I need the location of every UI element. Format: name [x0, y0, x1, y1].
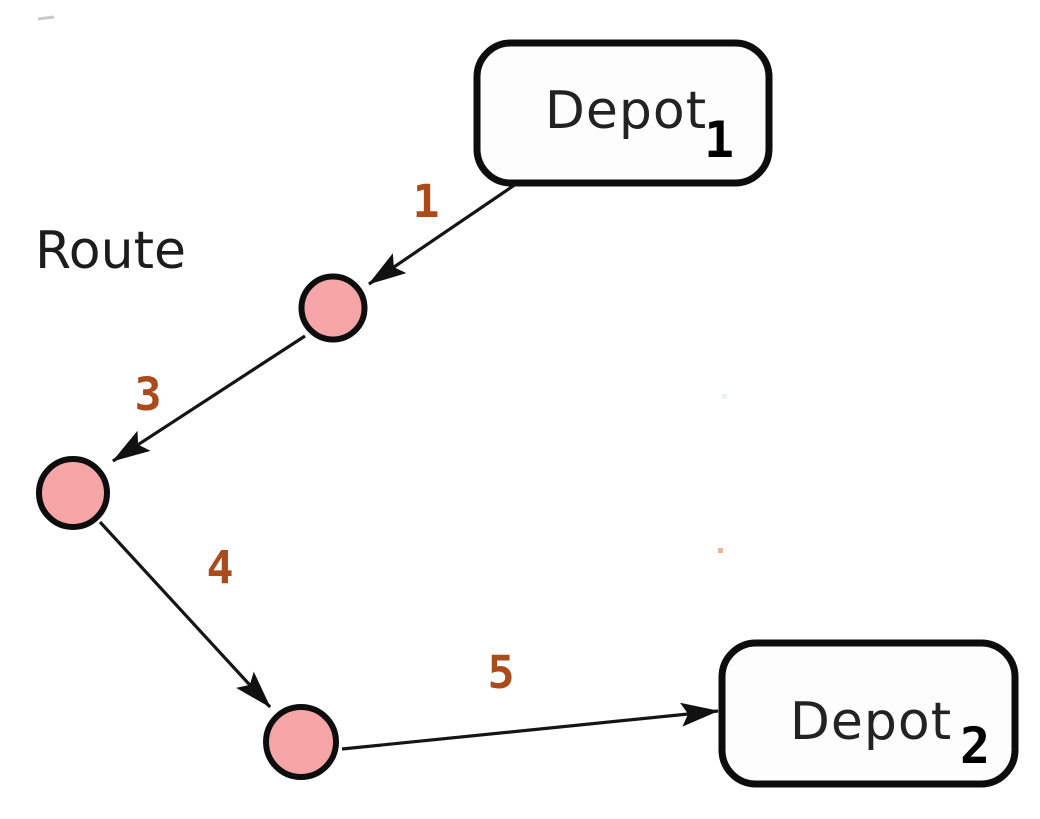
edge-5-label: 5: [487, 646, 514, 699]
speck-artifact-peach: [718, 548, 723, 553]
edge-1-label: 1: [412, 175, 439, 228]
edge-4-arrow: [98, 520, 272, 709]
depot-2-label: Depot: [790, 692, 952, 752]
route-caption: Route: [35, 221, 186, 281]
edge-5-arrow: [341, 702, 719, 751]
depot-2-subscript: 2: [960, 717, 990, 775]
edge-3-label: 3: [134, 368, 161, 421]
depot-1-box: [473, 39, 773, 187]
edge-3-arrow: [112, 334, 306, 463]
customer-node-1: [298, 273, 368, 343]
customer-node-2: [36, 456, 110, 530]
depot-2-box: [718, 639, 1019, 788]
stray-mark: [37, 15, 55, 21]
customer-node-3: [263, 704, 339, 780]
edge-4-label: 4: [206, 541, 233, 594]
depot-1-subscript: 1: [704, 111, 734, 169]
speck-artifact-gray: [722, 394, 727, 399]
edge-1-arrow: [368, 182, 517, 286]
depot-1-label: Depot: [545, 81, 707, 141]
